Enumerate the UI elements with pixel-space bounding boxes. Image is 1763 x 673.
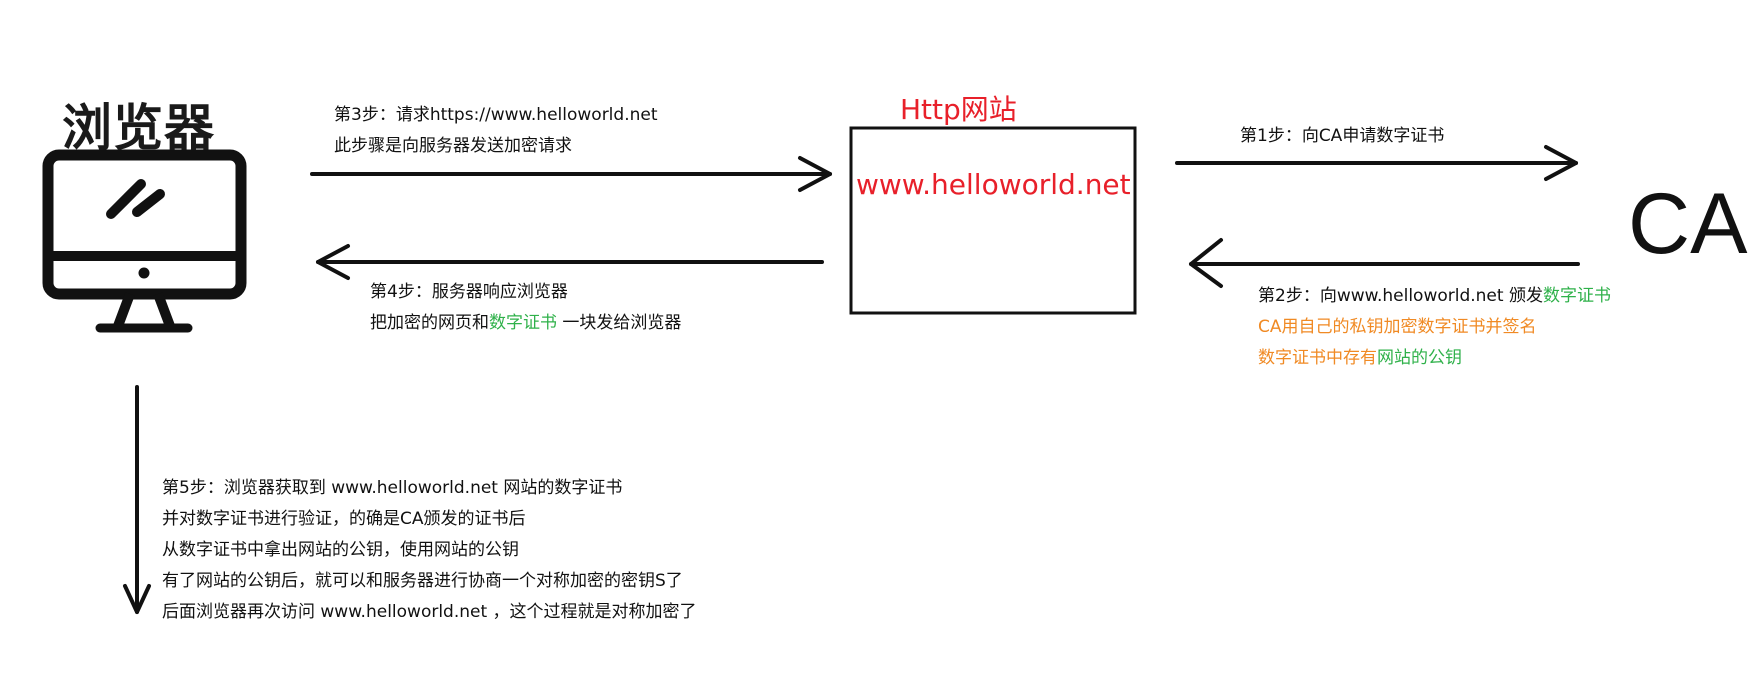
arrow-step4 <box>316 244 824 280</box>
step5-line3: 从数字证书中拿出网站的公钥，使用网站的公钥 <box>162 540 519 560</box>
step4-line2-b: 一块发给浏览器 <box>557 313 682 333</box>
step3-line1: 第3步：请求https://www.helloworld.net <box>334 105 658 125</box>
step3-note: 第3步：请求https://www.helloworld.net 此步骤是向服务… <box>334 100 658 162</box>
step2-line3-b: 网站的公钥 <box>1377 348 1462 368</box>
ca-label: CA <box>1628 176 1748 272</box>
step2-line3-a: 数字证书中存有 <box>1258 348 1377 368</box>
step1-note: 第1步：向CA申请数字证书 <box>1240 121 1444 152</box>
server-title: Http网站 <box>900 93 1017 126</box>
step4-line2: 把加密的网页和数字证书 一块发给浏览器 <box>370 308 681 339</box>
step2-line2: CA用自己的私钥加密数字证书并签名 <box>1258 317 1537 337</box>
server-box <box>849 126 1137 315</box>
step5-line1: 第5步：浏览器获取到 www.helloworld.net 网站的数字证书 <box>162 478 623 498</box>
browser-label: 浏览器 <box>62 99 215 157</box>
arrow-step5 <box>123 385 151 614</box>
step3-line2: 此步骤是向服务器发送加密请求 <box>334 136 572 156</box>
step5-line5: 后面浏览器再次访问 www.helloworld.net ，这个过程就是对称加密… <box>162 602 697 622</box>
step2-line3: 数字证书中存有网站的公钥 <box>1258 343 1611 374</box>
step2-line1: 第2步：向www.helloworld.net 颁发数字证书 <box>1258 281 1611 312</box>
arrow-step2 <box>1189 238 1580 288</box>
step2-note: 第2步：向www.helloworld.net 颁发数字证书 CA用自己的私钥加… <box>1258 281 1611 374</box>
step4-cert: 数字证书 <box>489 313 557 333</box>
step2-cert: 数字证书 <box>1542 286 1611 306</box>
step5-line2: 并对数字证书进行验证，的确是CA颁发的证书后 <box>162 509 526 529</box>
arrow-step3 <box>310 156 832 192</box>
monitor-icon <box>42 149 247 333</box>
step4-note: 第4步：服务器响应浏览器 把加密的网页和数字证书 一块发给浏览器 <box>370 277 681 339</box>
step5-note: 第5步：浏览器获取到 www.helloworld.net 网站的数字证书 并对… <box>162 473 697 628</box>
step5-line4: 有了网站的公钥后，就可以和服务器进行协商一个对称加密的密钥S了 <box>162 571 683 591</box>
arrow-step1 <box>1175 145 1578 181</box>
server-url: www.helloworld.net <box>856 168 1131 201</box>
step2-prefix: 第2步：向www.helloworld.net 颁发 <box>1258 286 1543 306</box>
step1-line: 第1步：向CA申请数字证书 <box>1240 126 1445 146</box>
step4-line2-a: 把加密的网页和 <box>370 313 489 333</box>
step4-line1: 第4步：服务器响应浏览器 <box>370 282 568 302</box>
